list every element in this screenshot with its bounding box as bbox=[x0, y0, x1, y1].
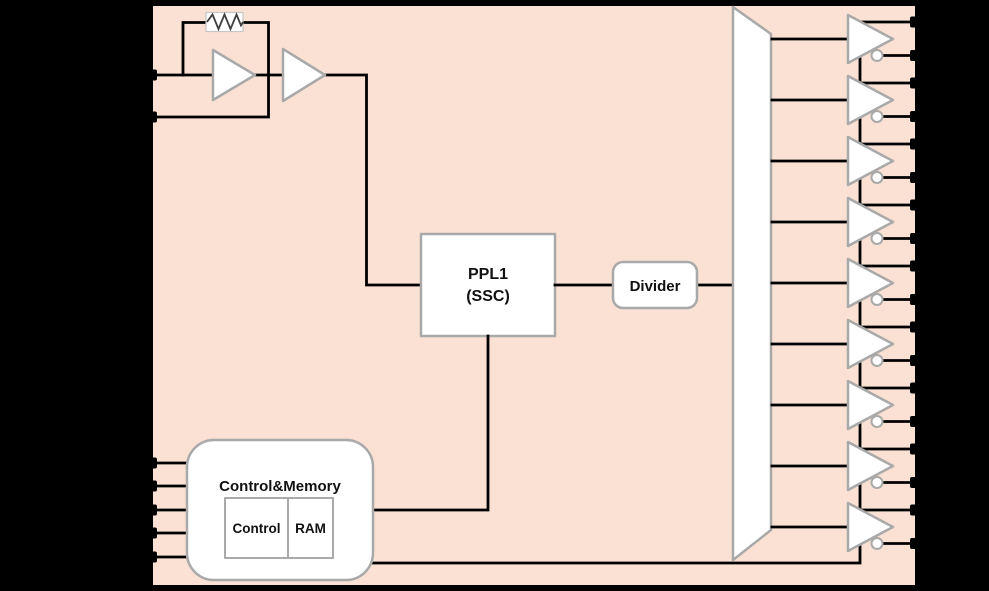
control-label: Control bbox=[233, 521, 281, 536]
output-channel bbox=[770, 379, 926, 451]
output-channel bbox=[770, 74, 926, 146]
resistor-icon bbox=[206, 12, 244, 32]
inverter-bubble-icon bbox=[870, 232, 884, 245]
output-channel bbox=[770, 196, 926, 268]
pll-box bbox=[419, 232, 557, 338]
output-pin-true bbox=[910, 16, 926, 28]
output-pin-inverted bbox=[910, 294, 926, 305]
pll-label-line1: PPL1 bbox=[468, 266, 508, 283]
output-buffer-icon bbox=[846, 379, 895, 431]
output-pin-true bbox=[910, 77, 926, 89]
control-pin bbox=[141, 527, 157, 539]
control-memory-title: Control&Memory bbox=[219, 478, 341, 495]
pll-block: PPL1 (SSC) bbox=[419, 232, 557, 338]
output-pin-true bbox=[910, 504, 926, 516]
output-buffer-icon bbox=[846, 196, 895, 248]
output-pin-inverted bbox=[910, 50, 926, 61]
output-pin-inverted bbox=[910, 355, 926, 366]
wire-osc-to-pll bbox=[321, 73, 423, 287]
inverter-bubble-icon bbox=[870, 171, 884, 184]
output-buffer-icon bbox=[846, 74, 895, 126]
oscillator-pins bbox=[141, 69, 157, 123]
inverter-bubble-icon bbox=[870, 110, 884, 123]
oscillator-inverter-icon bbox=[211, 48, 257, 102]
output-channel bbox=[770, 440, 926, 512]
output-channel bbox=[770, 257, 926, 329]
output-channel bbox=[770, 501, 926, 553]
output-buffer-bank bbox=[770, 13, 926, 553]
output-pin-true bbox=[910, 138, 926, 150]
output-buffer-icon bbox=[846, 13, 895, 65]
output-pin-true bbox=[910, 382, 926, 394]
mux-trapezoid-icon bbox=[731, 5, 773, 562]
output-channel bbox=[770, 318, 926, 390]
divider-box bbox=[611, 260, 699, 310]
output-buffer-icon bbox=[846, 135, 895, 187]
output-channel bbox=[770, 135, 926, 207]
ram-label: RAM bbox=[295, 521, 326, 536]
inverter-bubble-icon bbox=[870, 476, 884, 489]
inverter-bubble-icon bbox=[870, 293, 884, 306]
output-pin-true bbox=[910, 443, 926, 455]
output-pin-true bbox=[910, 199, 926, 211]
output-buffer-icon bbox=[846, 440, 895, 492]
output-buffer-icon bbox=[846, 257, 895, 309]
output-buffer-icon bbox=[846, 318, 895, 370]
wire-pll-to-control bbox=[371, 334, 490, 512]
oscillator-pin bbox=[141, 69, 157, 81]
wire-control-to-bank bbox=[371, 544, 862, 565]
pll-label-line2: (SSC) bbox=[466, 288, 510, 305]
divider-label: Divider bbox=[630, 278, 681, 295]
control-pin bbox=[141, 551, 157, 563]
control-pin bbox=[141, 480, 157, 492]
output-pin-true bbox=[910, 321, 926, 333]
oscillator-buffer-icon bbox=[281, 47, 327, 103]
divider-block: Divider bbox=[611, 260, 699, 310]
inverter-bubble-icon bbox=[870, 415, 884, 428]
control-memory-block: Control&Memory Control RAM bbox=[141, 438, 862, 582]
crystal-oscillator bbox=[141, 11, 423, 287]
oscillator-pin bbox=[141, 111, 157, 123]
output-pin-inverted bbox=[910, 233, 926, 244]
ram-subblock bbox=[287, 497, 334, 559]
wire-feedback-left bbox=[181, 21, 208, 77]
output-buffer-icon bbox=[846, 501, 895, 553]
output-pin-inverted bbox=[910, 172, 926, 183]
control-pin bbox=[141, 457, 157, 469]
output-pin-inverted bbox=[910, 538, 926, 549]
output-pin-true bbox=[910, 260, 926, 272]
inverter-bubble-icon bbox=[870, 354, 884, 367]
control-pin bbox=[141, 504, 157, 516]
inverter-bubble-icon bbox=[870, 537, 884, 550]
output-pin-inverted bbox=[910, 416, 926, 427]
control-pins bbox=[141, 457, 194, 563]
output-channel bbox=[770, 13, 926, 85]
inverter-bubble-icon bbox=[870, 49, 884, 62]
output-pin-inverted bbox=[910, 477, 926, 488]
wire-xout-feedback bbox=[148, 21, 270, 119]
output-pin-inverted bbox=[910, 111, 926, 122]
